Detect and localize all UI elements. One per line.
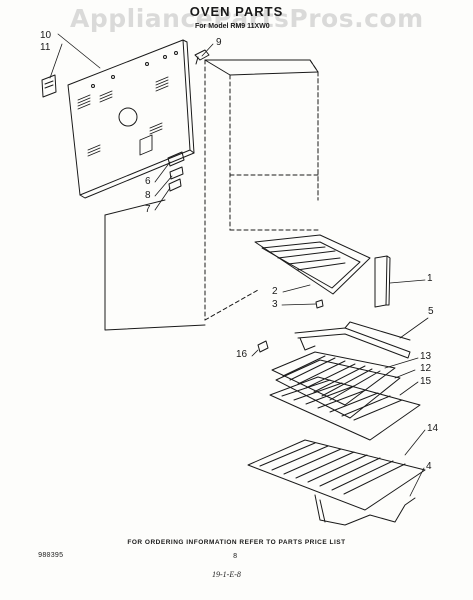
callout-14: 14 xyxy=(427,423,439,434)
callout-6: 6 xyxy=(145,176,151,187)
bake-element xyxy=(294,321,411,359)
back-panel xyxy=(67,39,195,199)
leader-lines xyxy=(49,33,429,497)
light-bulb xyxy=(257,340,269,353)
callout-10: 10 xyxy=(40,30,52,41)
callout-1: 1 xyxy=(427,273,433,284)
oven-rack-upper xyxy=(269,376,421,441)
callout-4: 4 xyxy=(426,461,432,472)
oven-rack-lower xyxy=(247,439,426,511)
broiler-drip-tray xyxy=(254,234,371,295)
callout-12: 12 xyxy=(420,363,432,374)
callout-11: 11 xyxy=(40,42,51,53)
model-number: For Model RM9 11XW0 xyxy=(195,23,270,30)
lower-cabinet xyxy=(104,199,206,331)
lower-heating-element xyxy=(314,494,416,526)
callout-8: 8 xyxy=(145,190,151,201)
page-mark: 8 xyxy=(233,553,238,561)
small-screw xyxy=(315,299,324,309)
top-clip xyxy=(194,49,210,65)
mounting-bracket xyxy=(41,74,57,98)
oven-cavity-frame xyxy=(204,59,319,321)
diagram-title: OVEN PARTS xyxy=(189,4,284,19)
callout-9: 9 xyxy=(216,37,222,48)
ordering-note: FOR ORDERING INFORMATION REFER TO PARTS … xyxy=(127,539,346,546)
callout-2: 2 xyxy=(272,286,278,297)
callout-15: 15 xyxy=(420,376,432,387)
control-knob xyxy=(374,255,391,308)
date-stamp: 19-1-E-8 xyxy=(212,570,241,579)
callout-7: 7 xyxy=(145,204,151,215)
oven-cavity-outline xyxy=(204,59,319,76)
watermark: AppliancePartsPros.com xyxy=(70,4,424,33)
back-panel-vents xyxy=(77,76,169,157)
callout-16: 16 xyxy=(236,349,248,360)
callout-3: 3 xyxy=(272,299,278,310)
callout-13: 13 xyxy=(420,351,432,362)
document-code: 980395 xyxy=(38,552,64,560)
callout-5: 5 xyxy=(428,306,434,317)
